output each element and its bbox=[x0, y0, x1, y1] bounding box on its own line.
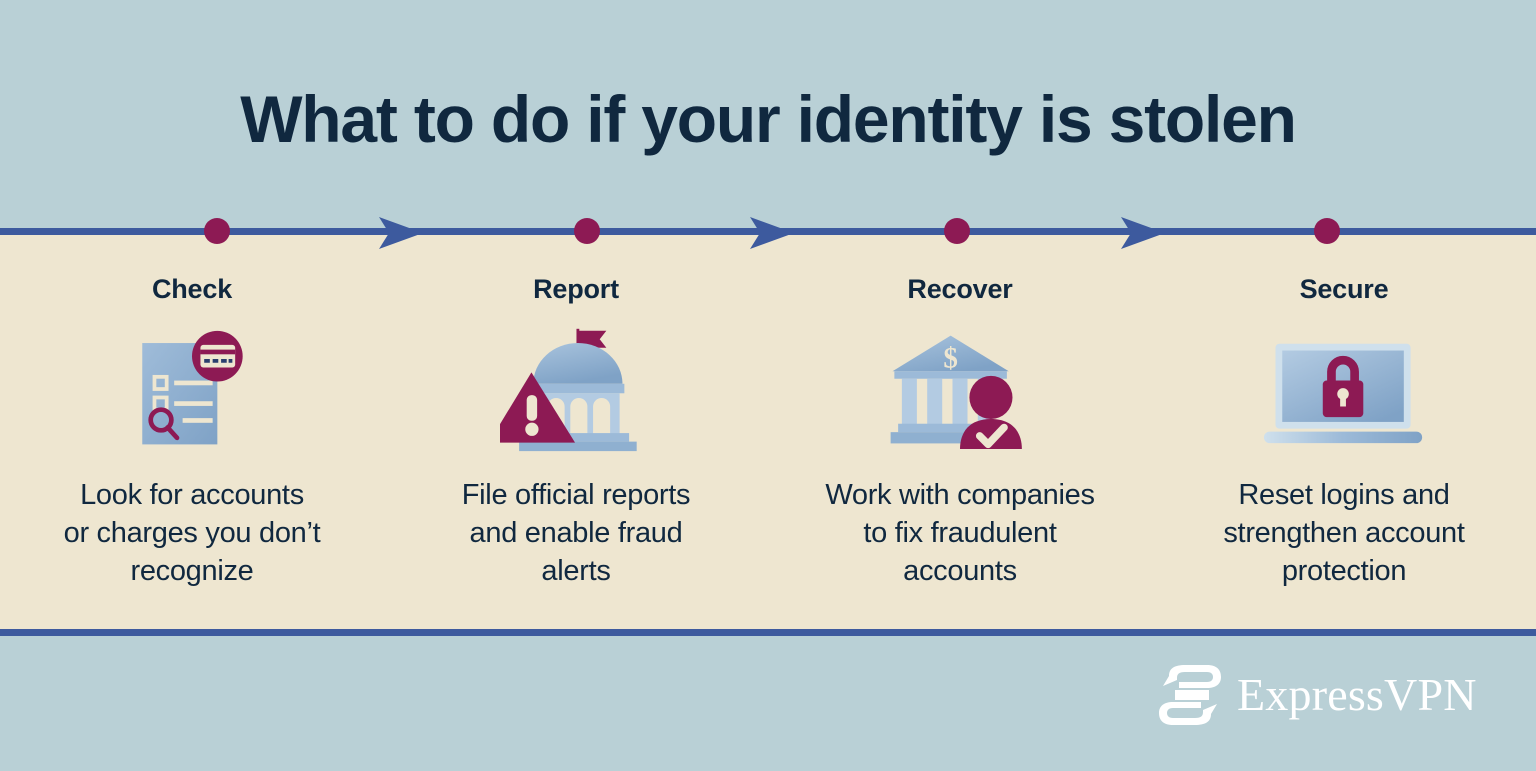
expressvpn-logo: ExpressVPN bbox=[1157, 662, 1477, 728]
step-label-report: Report bbox=[533, 274, 619, 304]
step-caption-check: Look for accounts or charges you don’t r… bbox=[63, 479, 321, 587]
step-marker-dot-recover bbox=[944, 218, 970, 244]
step-caption-report: File official reports and enable fraud a… bbox=[461, 479, 691, 587]
step-marker-dot-secure bbox=[1314, 218, 1340, 244]
steps-row: Check bbox=[0, 235, 1536, 629]
step-report: Report bbox=[384, 235, 768, 629]
laptop-padlock-icon bbox=[1262, 323, 1426, 453]
step-secure: Secure bbox=[1152, 235, 1536, 629]
step-marker-dot-report bbox=[574, 218, 600, 244]
progress-arrow-2 bbox=[746, 213, 798, 253]
step-label-recover: Recover bbox=[907, 274, 1013, 304]
step-label-secure: Secure bbox=[1299, 274, 1389, 304]
document-checklist-credit-card-icon bbox=[131, 323, 253, 453]
progress-arrow-1 bbox=[375, 213, 427, 253]
page-title: What to do if your identity is stolen bbox=[240, 82, 1297, 156]
step-recover: Recover $ bbox=[768, 235, 1152, 629]
step-caption-recover: Work with companies to fix fraudulent ac… bbox=[825, 479, 1095, 587]
footer-band bbox=[0, 636, 1536, 771]
step-label-check: Check bbox=[151, 274, 233, 304]
step-marker-dot-check bbox=[204, 218, 230, 244]
svg-text:$: $ bbox=[943, 342, 958, 374]
bottom-divider-rule bbox=[0, 629, 1536, 636]
bank-person-check-icon: $ bbox=[885, 323, 1035, 453]
government-building-warning-icon bbox=[500, 323, 652, 453]
step-caption-secure: Reset logins and strengthen account prot… bbox=[1223, 479, 1465, 587]
expressvpn-e-logo-icon bbox=[1157, 662, 1223, 728]
progress-arrow-3 bbox=[1117, 213, 1169, 253]
header-band bbox=[0, 0, 1536, 229]
brand-wordmark: ExpressVPN bbox=[1237, 669, 1477, 720]
step-check: Check bbox=[0, 235, 384, 629]
